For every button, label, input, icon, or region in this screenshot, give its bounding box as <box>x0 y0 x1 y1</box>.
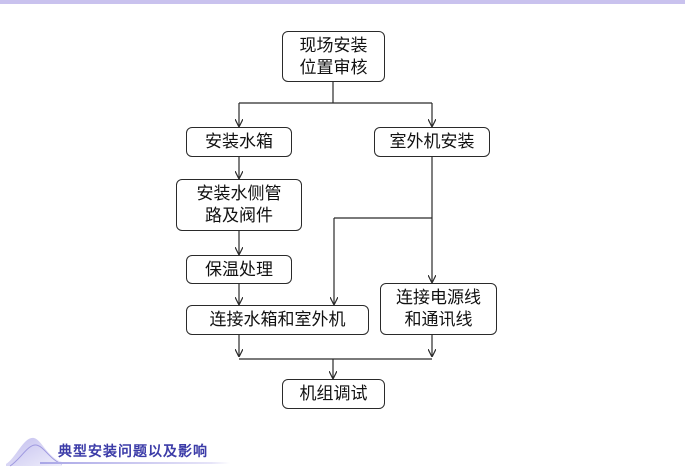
node-commissioning: 机组调试 <box>282 379 385 409</box>
node-commissioning-label: 机组调试 <box>299 384 368 404</box>
node-connect-tank-outdoor-label: 连接水箱和室外机 <box>209 310 346 330</box>
node-insulation: 保温处理 <box>186 255 292 284</box>
node-connect-tank-outdoor: 连接水箱和室外机 <box>186 305 369 335</box>
node-install-outdoor-label: 室外机安装 <box>389 132 475 152</box>
footer-wave-decoration <box>6 437 63 467</box>
node-install-outdoor: 室外机安装 <box>374 127 490 157</box>
footer-title: 典型安装问题以及影响 <box>58 444 208 460</box>
node-site-check-label: 现场安装 位置审核 <box>299 35 368 78</box>
node-install-pipes-label: 安装水侧管 路及阀件 <box>196 184 282 226</box>
node-connect-power-comm: 连接电源线 和通讯线 <box>380 283 497 335</box>
node-connect-power-comm-label: 连接电源线 和通讯线 <box>396 288 481 330</box>
footer-underline <box>40 462 230 464</box>
node-install-tank-label: 安装水箱 <box>205 132 273 152</box>
node-insulation-label: 保温处理 <box>205 259 273 280</box>
node-install-tank: 安装水箱 <box>186 127 292 157</box>
top-accent-bar <box>0 0 685 4</box>
node-install-pipes: 安装水侧管 路及阀件 <box>176 179 302 231</box>
node-site-check: 现场安装 位置审核 <box>282 31 385 82</box>
